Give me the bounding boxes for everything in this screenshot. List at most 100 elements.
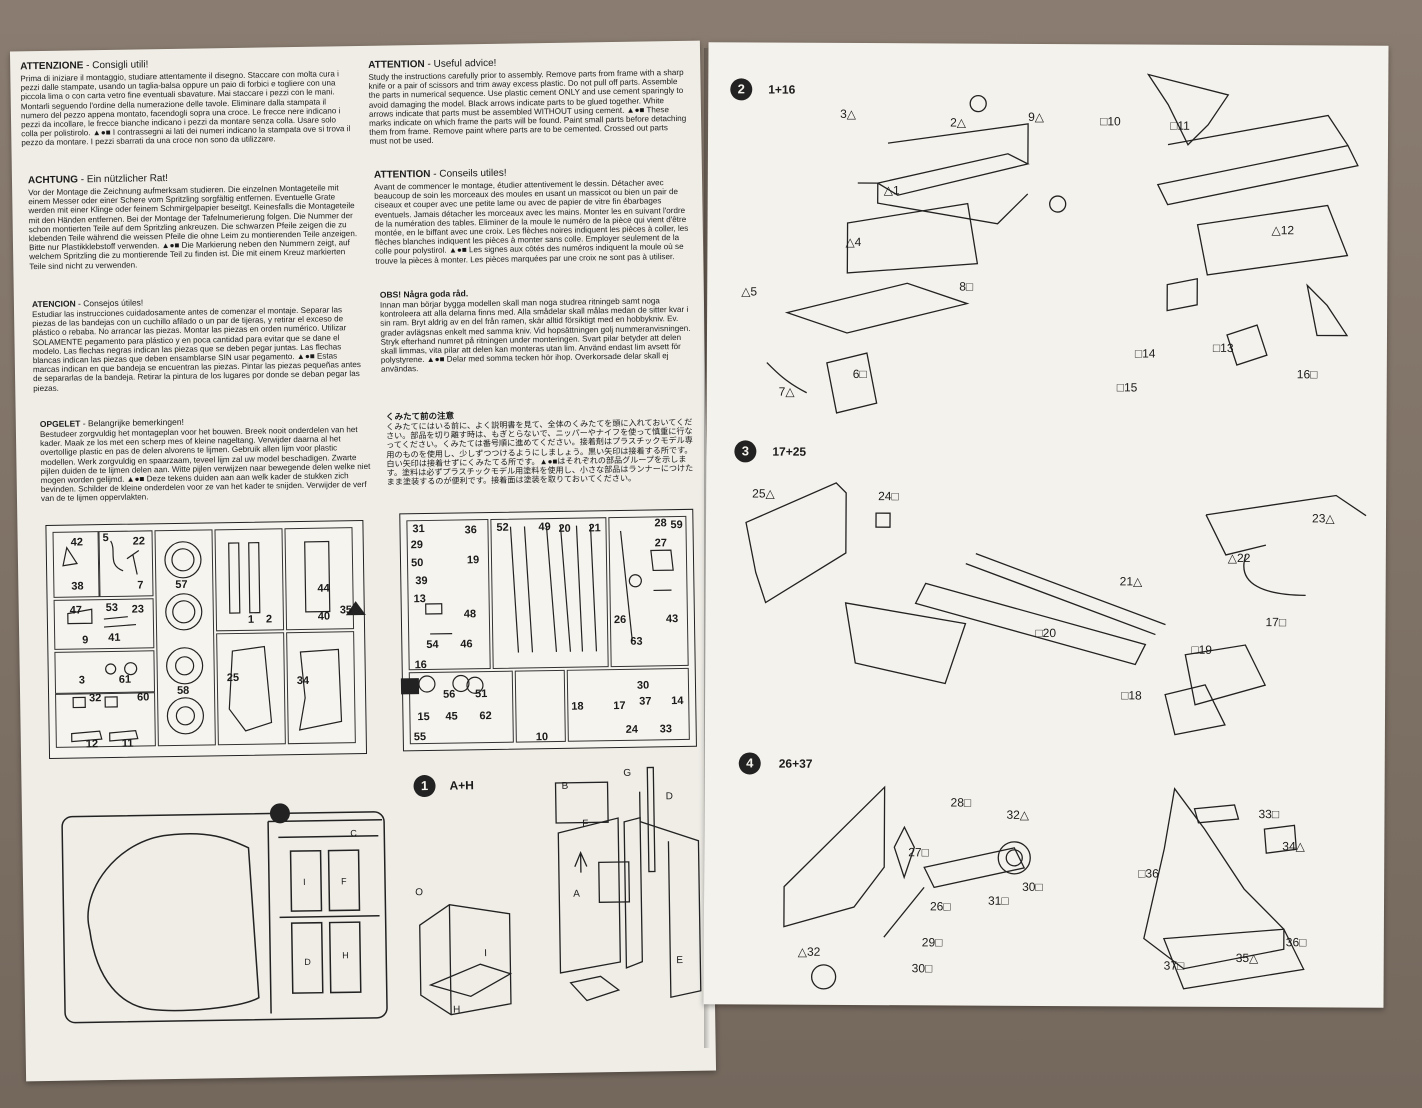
part-number: 55 [413, 731, 427, 744]
part-number: 25 [226, 671, 240, 685]
part-number: 29 [410, 539, 424, 552]
step1-label: H [452, 1004, 461, 1016]
body-italian: Prima di iniziare il montaggio, studiare… [20, 69, 351, 148]
sprue-b-parts-drawing [400, 525, 674, 695]
part-number: 56 [443, 688, 456, 701]
step2-label: □11 [1170, 118, 1190, 133]
part-number: 57 [175, 578, 188, 591]
text-block-english: ATTENTION - Useful advice! Study the ins… [368, 55, 687, 147]
step2-label: 8□ [959, 279, 974, 294]
body-dutch: Bestudeer zorgvuldig het montageplan voo… [39, 425, 371, 504]
step4-label: 26□ [929, 899, 951, 914]
part-number: 24 [625, 723, 639, 736]
part-number: 50 [410, 557, 424, 570]
part-number: 23 [131, 603, 145, 616]
part-number: 12 [85, 738, 99, 751]
body-english: Study the instructions carefully prior t… [368, 67, 687, 147]
part-number: 27 [654, 537, 668, 550]
step4-label: 36□ [1285, 935, 1307, 950]
part-number: 46 [460, 638, 473, 651]
text-block-spanish: ATENCION - Consejos útiles! Estudiar las… [32, 294, 363, 393]
part-number: 18 [571, 700, 584, 713]
part-number: 47 [69, 604, 83, 617]
part-number: 62 [479, 709, 492, 723]
step2-label: □14 [1134, 346, 1156, 361]
step3-label: □18 [1121, 688, 1142, 703]
step1-label: F [582, 818, 589, 830]
step3-label: 23△ [1312, 511, 1335, 526]
part-number: 44 [317, 582, 330, 595]
step1-label: G [623, 767, 632, 779]
part-number: 2 [265, 613, 273, 626]
step2-label: □10 [1100, 114, 1121, 129]
step2-label: 2△ [950, 115, 967, 130]
part-number: 35 [339, 604, 353, 617]
part-number: 39 [415, 574, 428, 588]
text-block-german: ACHTUNG - Ein nützlicher Rat! Vor der Mo… [28, 170, 359, 271]
step4-label: 37□ [1163, 958, 1185, 973]
part-number: 3 [78, 674, 86, 687]
part-number: 34 [296, 674, 310, 688]
step1-label: A [573, 888, 581, 900]
step2-label: 7△ [778, 384, 795, 399]
step2-label: 6□ [852, 366, 867, 382]
step3-label: □20 [1035, 625, 1057, 641]
step2-label: □15 [1116, 380, 1138, 395]
part-number: 45 [445, 710, 458, 723]
step2-label: △5 [741, 284, 758, 299]
part-number: 26 [613, 613, 627, 627]
step2-label: 3△ [840, 106, 857, 121]
part-number: 13 [413, 593, 426, 606]
step2-assembly-drawing [766, 73, 1359, 414]
part-number: 30 [636, 679, 650, 692]
part-number: 36 [464, 524, 477, 537]
sprue-letter: D [304, 956, 311, 967]
part-number: 16 [414, 659, 427, 672]
step2-label: △12 [1271, 223, 1295, 238]
step4-label: 28□ [950, 795, 972, 810]
part-number: 7 [137, 579, 144, 592]
step3-label: □19 [1191, 642, 1212, 657]
part-number: 19 [466, 554, 480, 567]
part-number: 41 [108, 631, 121, 645]
part-number: 61 [118, 673, 132, 686]
step3-label: △22 [1227, 550, 1251, 566]
step4-assembly-drawing [783, 785, 1305, 990]
part-number: 43 [665, 613, 679, 626]
step4-label: 29□ [921, 935, 943, 950]
step1-label: E [676, 955, 684, 967]
part-number: 52 [496, 521, 509, 534]
body-japanese: くみたてにはいる前に、よく説明書を見て、全体のくみたてを頭に入れておいてください… [385, 417, 694, 487]
step1-label: I [484, 948, 488, 960]
sprue-letter: H [342, 950, 349, 961]
part-number: 17 [613, 699, 626, 713]
step3-label: 24□ [878, 489, 899, 504]
step4-label: 33□ [1258, 807, 1280, 822]
part-number: 14 [671, 694, 684, 708]
step2-label: □13 [1212, 340, 1234, 355]
part-number: 37 [639, 695, 652, 708]
step4-label: △32 [797, 944, 821, 959]
body-german: Vor der Montage die Zeichnung aufmerksam… [28, 183, 358, 271]
step1-label: B [561, 780, 569, 792]
part-number: 49 [538, 521, 551, 534]
step4-label: 30□ [911, 961, 933, 976]
text-block-swedish: OBS! Några goda råd. Innan man börjar by… [380, 285, 697, 375]
part-number: 48 [463, 608, 477, 621]
part-number: 58 [176, 684, 190, 697]
part-number: 21 [588, 522, 601, 535]
part-number: 5 [102, 531, 109, 545]
part-number: 60 [137, 691, 150, 704]
step2-label: 9△ [1028, 109, 1045, 124]
sprue-frame-a: 42 5 22 38 7 57 1 2 44 40 35 47 53 23 9 … [45, 519, 368, 759]
sprue-c-drawing [61, 803, 388, 1024]
body-french: Avant de commencer le montage, étudier a… [374, 178, 689, 266]
step4-label: 34△ [1282, 839, 1305, 854]
step4-label: 30□ [1022, 879, 1043, 894]
part-number: 59 [670, 518, 683, 532]
sprue-letter: I [302, 876, 306, 887]
step4-label: 27□ [908, 845, 929, 860]
part-number: 33 [659, 723, 673, 736]
part-number: 20 [558, 522, 571, 535]
sprue-frame-c: C I H D F [58, 803, 391, 1031]
